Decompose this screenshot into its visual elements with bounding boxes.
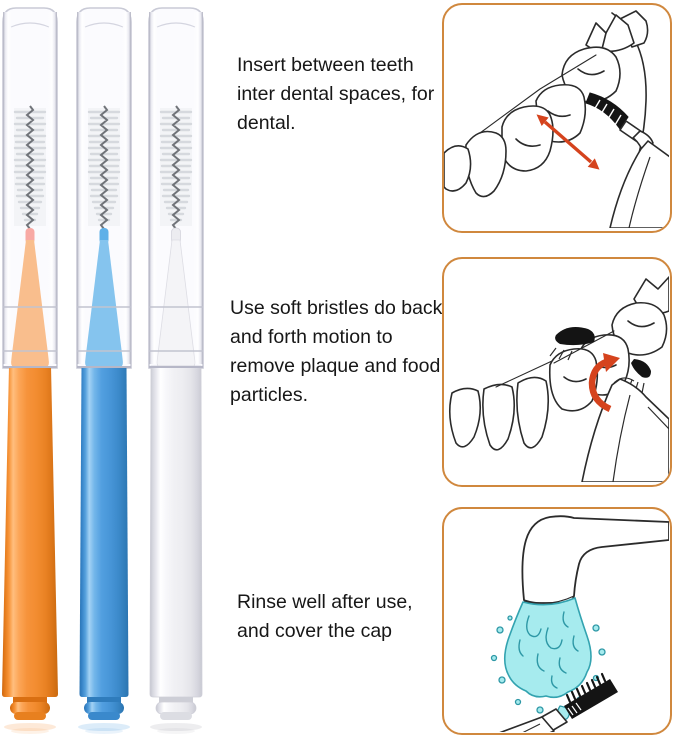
- brush-through-gap: [549, 327, 651, 394]
- insertion-arrow-icon: [536, 114, 600, 170]
- white-brush: [148, 7, 204, 734]
- insert-between-teeth-illustration: [444, 10, 669, 228]
- motion-arrow-icon: [588, 353, 620, 412]
- step-1-panel: [442, 3, 672, 233]
- step-2-text: Use soft bristles do back and forth moti…: [230, 297, 443, 406]
- rinse-under-water-illustration: [490, 515, 669, 732]
- orange-brush: [2, 7, 58, 734]
- brush-in-gap: [585, 92, 669, 228]
- faucet: [521, 515, 669, 604]
- step-1-text: Insert between teeth inter dental spaces…: [237, 54, 435, 134]
- interdental-brushes-photo: [0, 0, 232, 738]
- step-3-text: Rinse well after use, and cover the cap: [237, 591, 413, 642]
- water-splash: [490, 597, 606, 721]
- brushes-illustration: [2, 7, 204, 734]
- back-and-forth-motion-illustration: [448, 276, 669, 482]
- blue-brush: [76, 7, 132, 734]
- rinsed-brush: [499, 672, 618, 732]
- step-2-panel: [442, 257, 672, 487]
- step-3-panel: [442, 507, 672, 735]
